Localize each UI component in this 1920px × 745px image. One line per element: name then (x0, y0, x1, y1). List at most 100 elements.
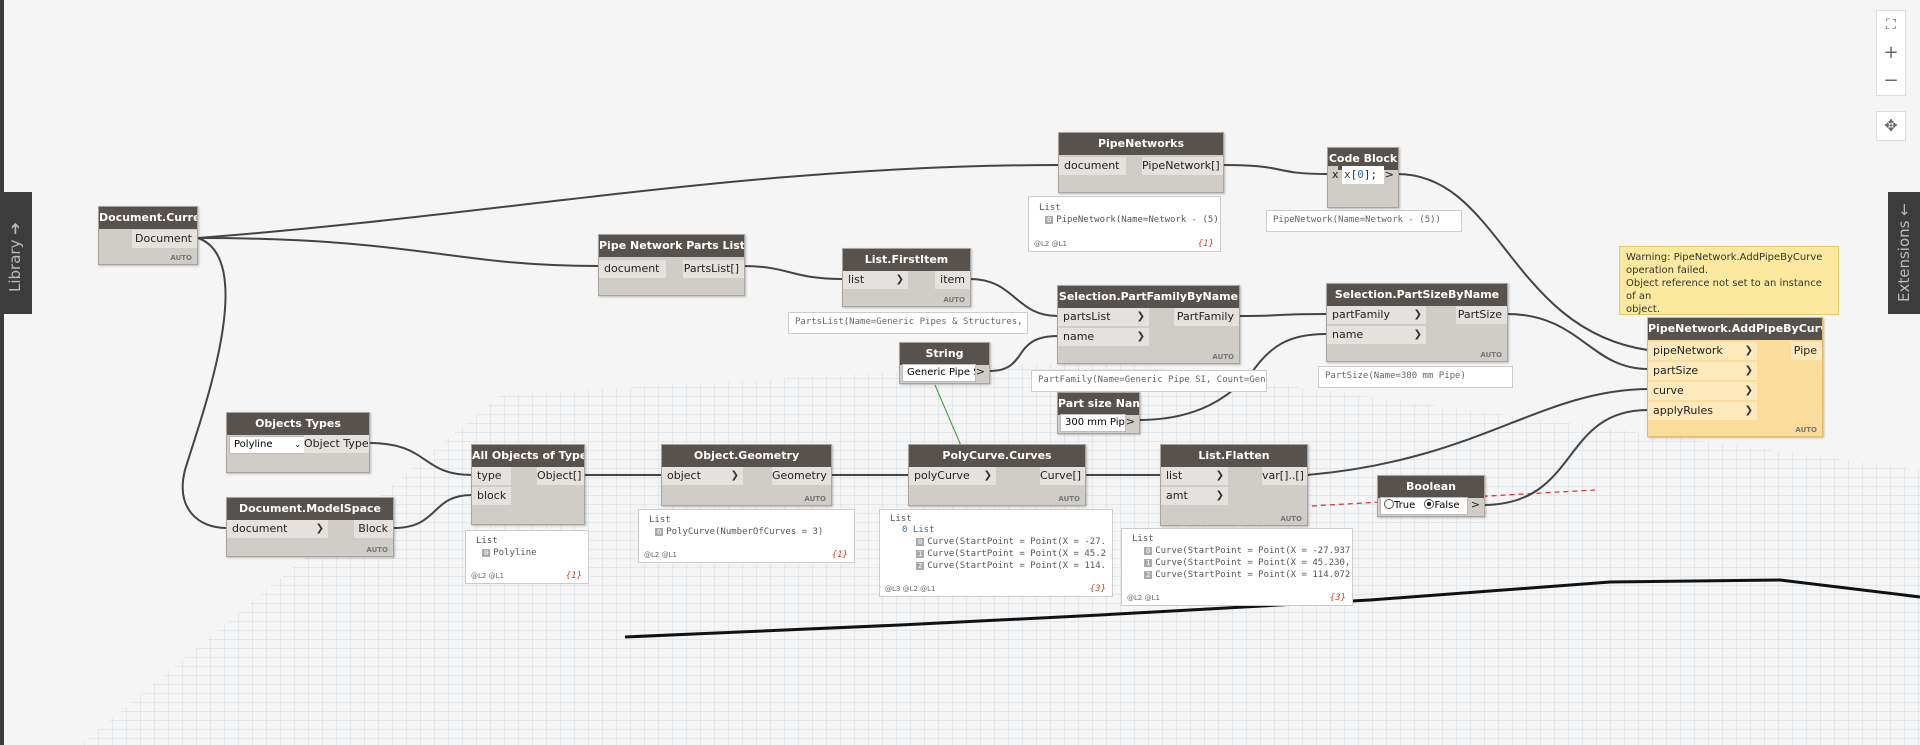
output-port-partsize[interactable]: PartSize (1456, 306, 1507, 324)
lacing-label: AUTO (943, 296, 965, 304)
input-port-document[interactable]: document (599, 260, 666, 278)
lacing-label: AUTO (804, 495, 826, 503)
preview-levels: @L2 @L1 (644, 551, 677, 559)
output-port-partslist[interactable]: PartsList[] (683, 260, 744, 278)
input-port-x[interactable]: x (1328, 166, 1339, 184)
node-document-current[interactable]: Document.Current Document AUTO (98, 206, 198, 265)
input-port-type[interactable]: type (472, 467, 511, 485)
lacing-label: AUTO (170, 254, 192, 262)
string-value-input[interactable]: Generic Pipe SI (902, 364, 976, 382)
node-title: Selection.PartFamilyByName (1058, 286, 1239, 308)
input-port-object[interactable]: object❯ (662, 467, 743, 485)
node-title: Boolean (1378, 476, 1484, 498)
input-port-document[interactable]: document❯ (227, 520, 328, 538)
part-size-value-input[interactable]: 300 mm Pipe (1060, 414, 1126, 432)
node-part-size-name[interactable]: Part size Name 300 mm Pipe > (1057, 392, 1140, 434)
chevron-right-icon: ❯ (1744, 385, 1753, 396)
output-port-var[interactable]: var[]..[] (1262, 467, 1307, 485)
zoom-in-button[interactable]: + (1883, 42, 1899, 63)
output-port-pipe[interactable]: Pipe (1791, 342, 1822, 360)
node-code-block[interactable]: Code Block x x[0]; > (1327, 147, 1399, 208)
node-partfamilybyname[interactable]: Selection.PartFamilyByName partsList❯ na… (1057, 285, 1240, 364)
node-all-objects-of-type[interactable]: All Objects of Type type block Object[] (471, 444, 585, 525)
input-port-name[interactable]: name❯ (1327, 326, 1426, 344)
node-pipe-network-parts-lists[interactable]: Pipe Network Parts Lists document PartsL… (598, 234, 745, 296)
object-type-dropdown[interactable]: Polyline⌄ (229, 436, 305, 454)
input-port-partslist[interactable]: partsList❯ (1058, 308, 1149, 326)
node-document-modelspace[interactable]: Document.ModelSpace document❯ Block AUTO (226, 497, 394, 557)
output-port[interactable]: > (1125, 415, 1135, 428)
output-port[interactable]: > (1384, 168, 1394, 181)
zoom-out-button[interactable]: − (1883, 70, 1899, 91)
output-port-object-type[interactable]: Object Type (304, 435, 369, 453)
preview-count: {3} (1329, 593, 1346, 603)
output-port-partfamily[interactable]: PartFamily (1174, 308, 1239, 326)
input-port-amt[interactable]: amt❯ (1161, 487, 1228, 505)
node-polycurve-curves[interactable]: PolyCurve.Curves polyCurve❯ Curve[] AUTO (908, 444, 1086, 506)
chevron-right-icon: ❯ (1215, 470, 1224, 481)
input-port-applyrules[interactable]: applyRules❯ (1648, 402, 1757, 420)
input-port-curve[interactable]: curve❯ (1648, 382, 1757, 400)
library-panel-tab[interactable]: Library ➔ (0, 192, 32, 314)
output-port[interactable]: > (1470, 498, 1480, 511)
input-port-partfamily[interactable]: partFamily❯ (1327, 306, 1426, 324)
node-title: PolyCurve.Curves (909, 445, 1085, 467)
output-port-document[interactable]: Document (132, 230, 197, 248)
node-list-firstitem[interactable]: List.FirstItem list❯ item AUTO (842, 248, 971, 307)
preview-header: List (1039, 203, 1061, 213)
node-addpipebycurve[interactable]: PipeNetwork.AddPipeByCurve pipeNetwork❯ … (1647, 317, 1823, 437)
output-port-curve[interactable]: Curve[] (1040, 467, 1085, 485)
radio-false[interactable] (1424, 499, 1435, 509)
output-port-block[interactable]: Block (354, 520, 393, 538)
input-port-name[interactable]: name❯ (1058, 328, 1149, 346)
input-port-block[interactable]: block (472, 487, 511, 505)
extensions-panel-tab[interactable]: Extensions ← (1888, 192, 1920, 314)
library-label: Library (6, 239, 24, 292)
node-title: Document.ModelSpace (227, 498, 393, 520)
radio-true[interactable] (1384, 499, 1394, 509)
node-boolean[interactable]: Boolean True False > (1377, 475, 1485, 517)
lacing-label: AUTO (1280, 515, 1302, 523)
chevron-right-icon: ❯ (315, 523, 324, 534)
preview-codeblock: PipeNetwork(Name=Network - (5)) (1266, 210, 1462, 232)
output-port[interactable]: > (975, 365, 985, 378)
input-port-list[interactable]: list❯ (843, 271, 908, 289)
lacing-label: AUTO (1795, 426, 1817, 434)
code-editor[interactable]: x[0]; (1342, 166, 1384, 184)
node-partsizebyname[interactable]: Selection.PartSizeByName partFamily❯ nam… (1326, 283, 1508, 362)
node-title: All Objects of Type (472, 445, 584, 467)
output-port-item[interactable]: item (935, 271, 970, 289)
preview-firstitem: PartsList(Name=Generic Pipes & Structure… (788, 312, 1028, 334)
node-title: List.Flatten (1161, 445, 1307, 467)
node-pipenetworks[interactable]: PipeNetworks document PipeNetwork[] (1058, 132, 1224, 193)
pan-icon[interactable]: ✥ (1876, 111, 1906, 141)
chevron-right-icon: ❯ (1744, 345, 1753, 356)
node-title: PipeNetworks (1059, 133, 1223, 155)
input-port-document[interactable]: document (1059, 157, 1126, 175)
node-objects-types[interactable]: Objects Types Polyline⌄ Object Type (226, 412, 370, 473)
preview-sublist: 0 List (902, 525, 935, 535)
node-list-flatten[interactable]: List.Flatten list❯ amt❯ var[]..[] AUTO (1160, 444, 1308, 526)
lacing-label: AUTO (1058, 495, 1080, 503)
output-port-geometry[interactable]: Geometry (772, 467, 831, 485)
option-true: True (1394, 500, 1416, 511)
lacing-label: AUTO (366, 546, 388, 554)
preview-levels: @L2 @L1 (471, 572, 504, 580)
chevron-down-icon: ⌄ (294, 440, 301, 449)
node-object-geometry[interactable]: Object.Geometry object❯ Geometry AUTO (661, 444, 832, 506)
input-port-polycurve[interactable]: polyCurve❯ (909, 467, 996, 485)
node-string[interactable]: String Generic Pipe SI > (899, 342, 990, 384)
input-port-list[interactable]: list❯ (1161, 467, 1228, 485)
output-port-object[interactable]: Object[] (537, 467, 584, 485)
node-title: Object.Geometry (662, 445, 831, 467)
boolean-toggle[interactable]: True False (1380, 497, 1468, 515)
output-port-pipenetwork[interactable]: PipeNetwork[] (1142, 157, 1223, 175)
input-port-pipenetwork[interactable]: pipeNetwork❯ (1648, 342, 1757, 360)
input-port-partsize[interactable]: partSize❯ (1648, 362, 1757, 380)
fit-view-icon[interactable]: ⛶ (1886, 17, 1896, 33)
